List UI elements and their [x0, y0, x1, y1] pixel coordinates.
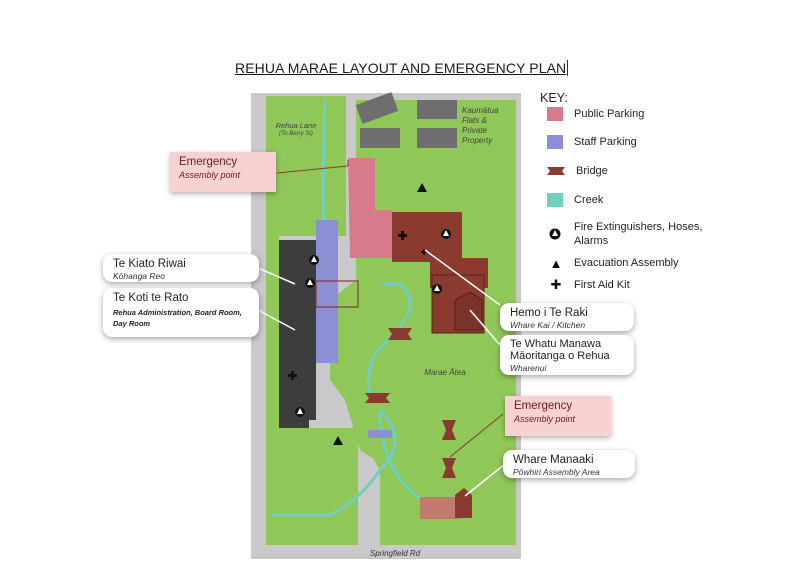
marae-atea-label: Marae Ātea [424, 368, 466, 377]
staff-parking [316, 220, 338, 316]
leader-line [276, 165, 349, 174]
creek-swatch [547, 193, 563, 207]
key-label: Evacuation Assembly [574, 257, 679, 269]
callout-title: Hemo i Te Raki [510, 307, 588, 319]
flat-building [417, 100, 457, 119]
key-heading: KEY: [540, 91, 568, 105]
callout-title: Te Kiato Riwai [113, 258, 186, 270]
callout-sub: Wharenui [510, 363, 547, 373]
creek [378, 409, 421, 500]
key-label: First Aid Kit [574, 279, 630, 291]
staff-parking [368, 430, 392, 438]
fire-extinguisher-icon [295, 407, 305, 417]
key-item-creek: Creek [547, 190, 603, 210]
evacuation-assembly-icon: ▲ [549, 255, 563, 271]
callout-te-koti-te-rato: Te Koti te Rato Rehua Administration, Bo… [103, 288, 259, 337]
wharenui-porch [454, 291, 483, 331]
outline-area [315, 280, 359, 308]
emergency-title: Emergency [514, 400, 573, 412]
key-item-public-parking: Public Parking [547, 104, 644, 124]
grass-area [266, 428, 358, 545]
bridge [388, 328, 412, 340]
callout-hemo-i-te-raki: Hemo i Te Raki Whare Kai / Kitchen [500, 303, 634, 331]
key-label: Public Parking [574, 108, 645, 120]
leader-line [424, 249, 501, 306]
fire-extinguisher-icon [549, 228, 561, 240]
emergency-sub: Assembly point [514, 414, 576, 424]
callout-whare-manaaki: Whare Manaaki Pōwhiri Assembly Area [503, 450, 635, 478]
flat-building [360, 128, 400, 148]
key-item-first-aid: ✚ First Aid Kit [547, 275, 630, 295]
bridge [442, 420, 456, 440]
grass-area [266, 96, 346, 236]
bridge [442, 458, 456, 478]
staff-parking [312, 315, 338, 363]
creek [272, 408, 397, 517]
callout-sub: Whare Kai / Kitchen [510, 320, 586, 330]
flat-building [355, 92, 399, 124]
key-label: Creek [574, 194, 604, 206]
key-item-staff-parking: Staff Parking [547, 132, 637, 152]
public-parking-swatch [547, 107, 563, 121]
page-title: REHUA MARAE LAYOUT AND EMERGENCY PLAN [235, 60, 569, 76]
first-aid-icon [421, 249, 427, 255]
callout-te-kiato-riwai: Te Kiato Riwai Kōhanga Reo [103, 254, 259, 282]
fire-extinguisher-icon [441, 229, 451, 239]
public-parking [348, 158, 392, 258]
key-label: Bridge [576, 165, 608, 177]
rehua-lane-label: Rehua Lane (To Berry St) [266, 121, 326, 139]
manaaki-building [420, 497, 460, 519]
grass-area [357, 282, 516, 545]
grass-area [266, 236, 279, 428]
evacuation-assembly-icon [333, 436, 343, 445]
callout-title: Whare Manaaki [513, 454, 594, 466]
callout-sub: Pōwhiri Assembly Area [513, 467, 600, 477]
leader-line [464, 463, 506, 497]
key-item-fire: Fire Extinguishers, Hoses, Alarms [547, 220, 714, 248]
first-aid-icon [288, 371, 297, 380]
key-label: Fire Extinguishers, Hoses, Alarms [574, 221, 703, 247]
emergency-title: Emergency [179, 156, 238, 168]
emergency-assembly-right: Emergency Assembly point [505, 396, 611, 436]
key-label: Staff Parking [574, 136, 637, 148]
rehua-lane-sub: (To Berry St) [279, 131, 313, 137]
leader-line [469, 309, 501, 346]
flat-building [417, 128, 457, 148]
bridge [365, 393, 390, 403]
leader-line [257, 309, 296, 331]
evacuation-assembly-icon [417, 183, 427, 192]
key-item-evacuation: ▲ Evacuation Assembly [547, 253, 679, 273]
manaaki-building [455, 488, 472, 518]
leader-line [257, 267, 296, 285]
emergency-sub: Assembly point [179, 170, 241, 180]
callout-title: Te Koti te Rato [113, 292, 189, 304]
callout-title: Te Whatu Manawa Māoritanga o Rehua [510, 338, 610, 362]
emergency-assembly-left: Emergency Assembly point [170, 152, 276, 192]
staff-parking-swatch [547, 135, 563, 149]
callout-sub: Kōhanga Reo [113, 271, 165, 281]
first-aid-icon [398, 231, 407, 240]
kaumatua-label: Kaumātua Flats & Private Property [462, 106, 499, 145]
bridge-icon [547, 167, 565, 175]
admin-building [279, 240, 316, 420]
rehua-lane-text: Rehua Lane [275, 121, 317, 130]
key-item-bridge: Bridge [547, 161, 608, 181]
fire-extinguisher-icon [432, 284, 442, 294]
springfield-label: Springfield Rd [369, 549, 421, 558]
first-aid-icon: ✚ [550, 277, 562, 292]
fire-extinguisher-icon [305, 278, 315, 288]
callout-sub: Rehua Administration, Board Room, Day Ro… [113, 308, 242, 328]
leader-line [449, 413, 504, 458]
fire-extinguisher-icon [309, 255, 319, 265]
callout-te-whatu-manawa: Te Whatu Manawa Māoritanga o Rehua Whare… [500, 335, 634, 375]
